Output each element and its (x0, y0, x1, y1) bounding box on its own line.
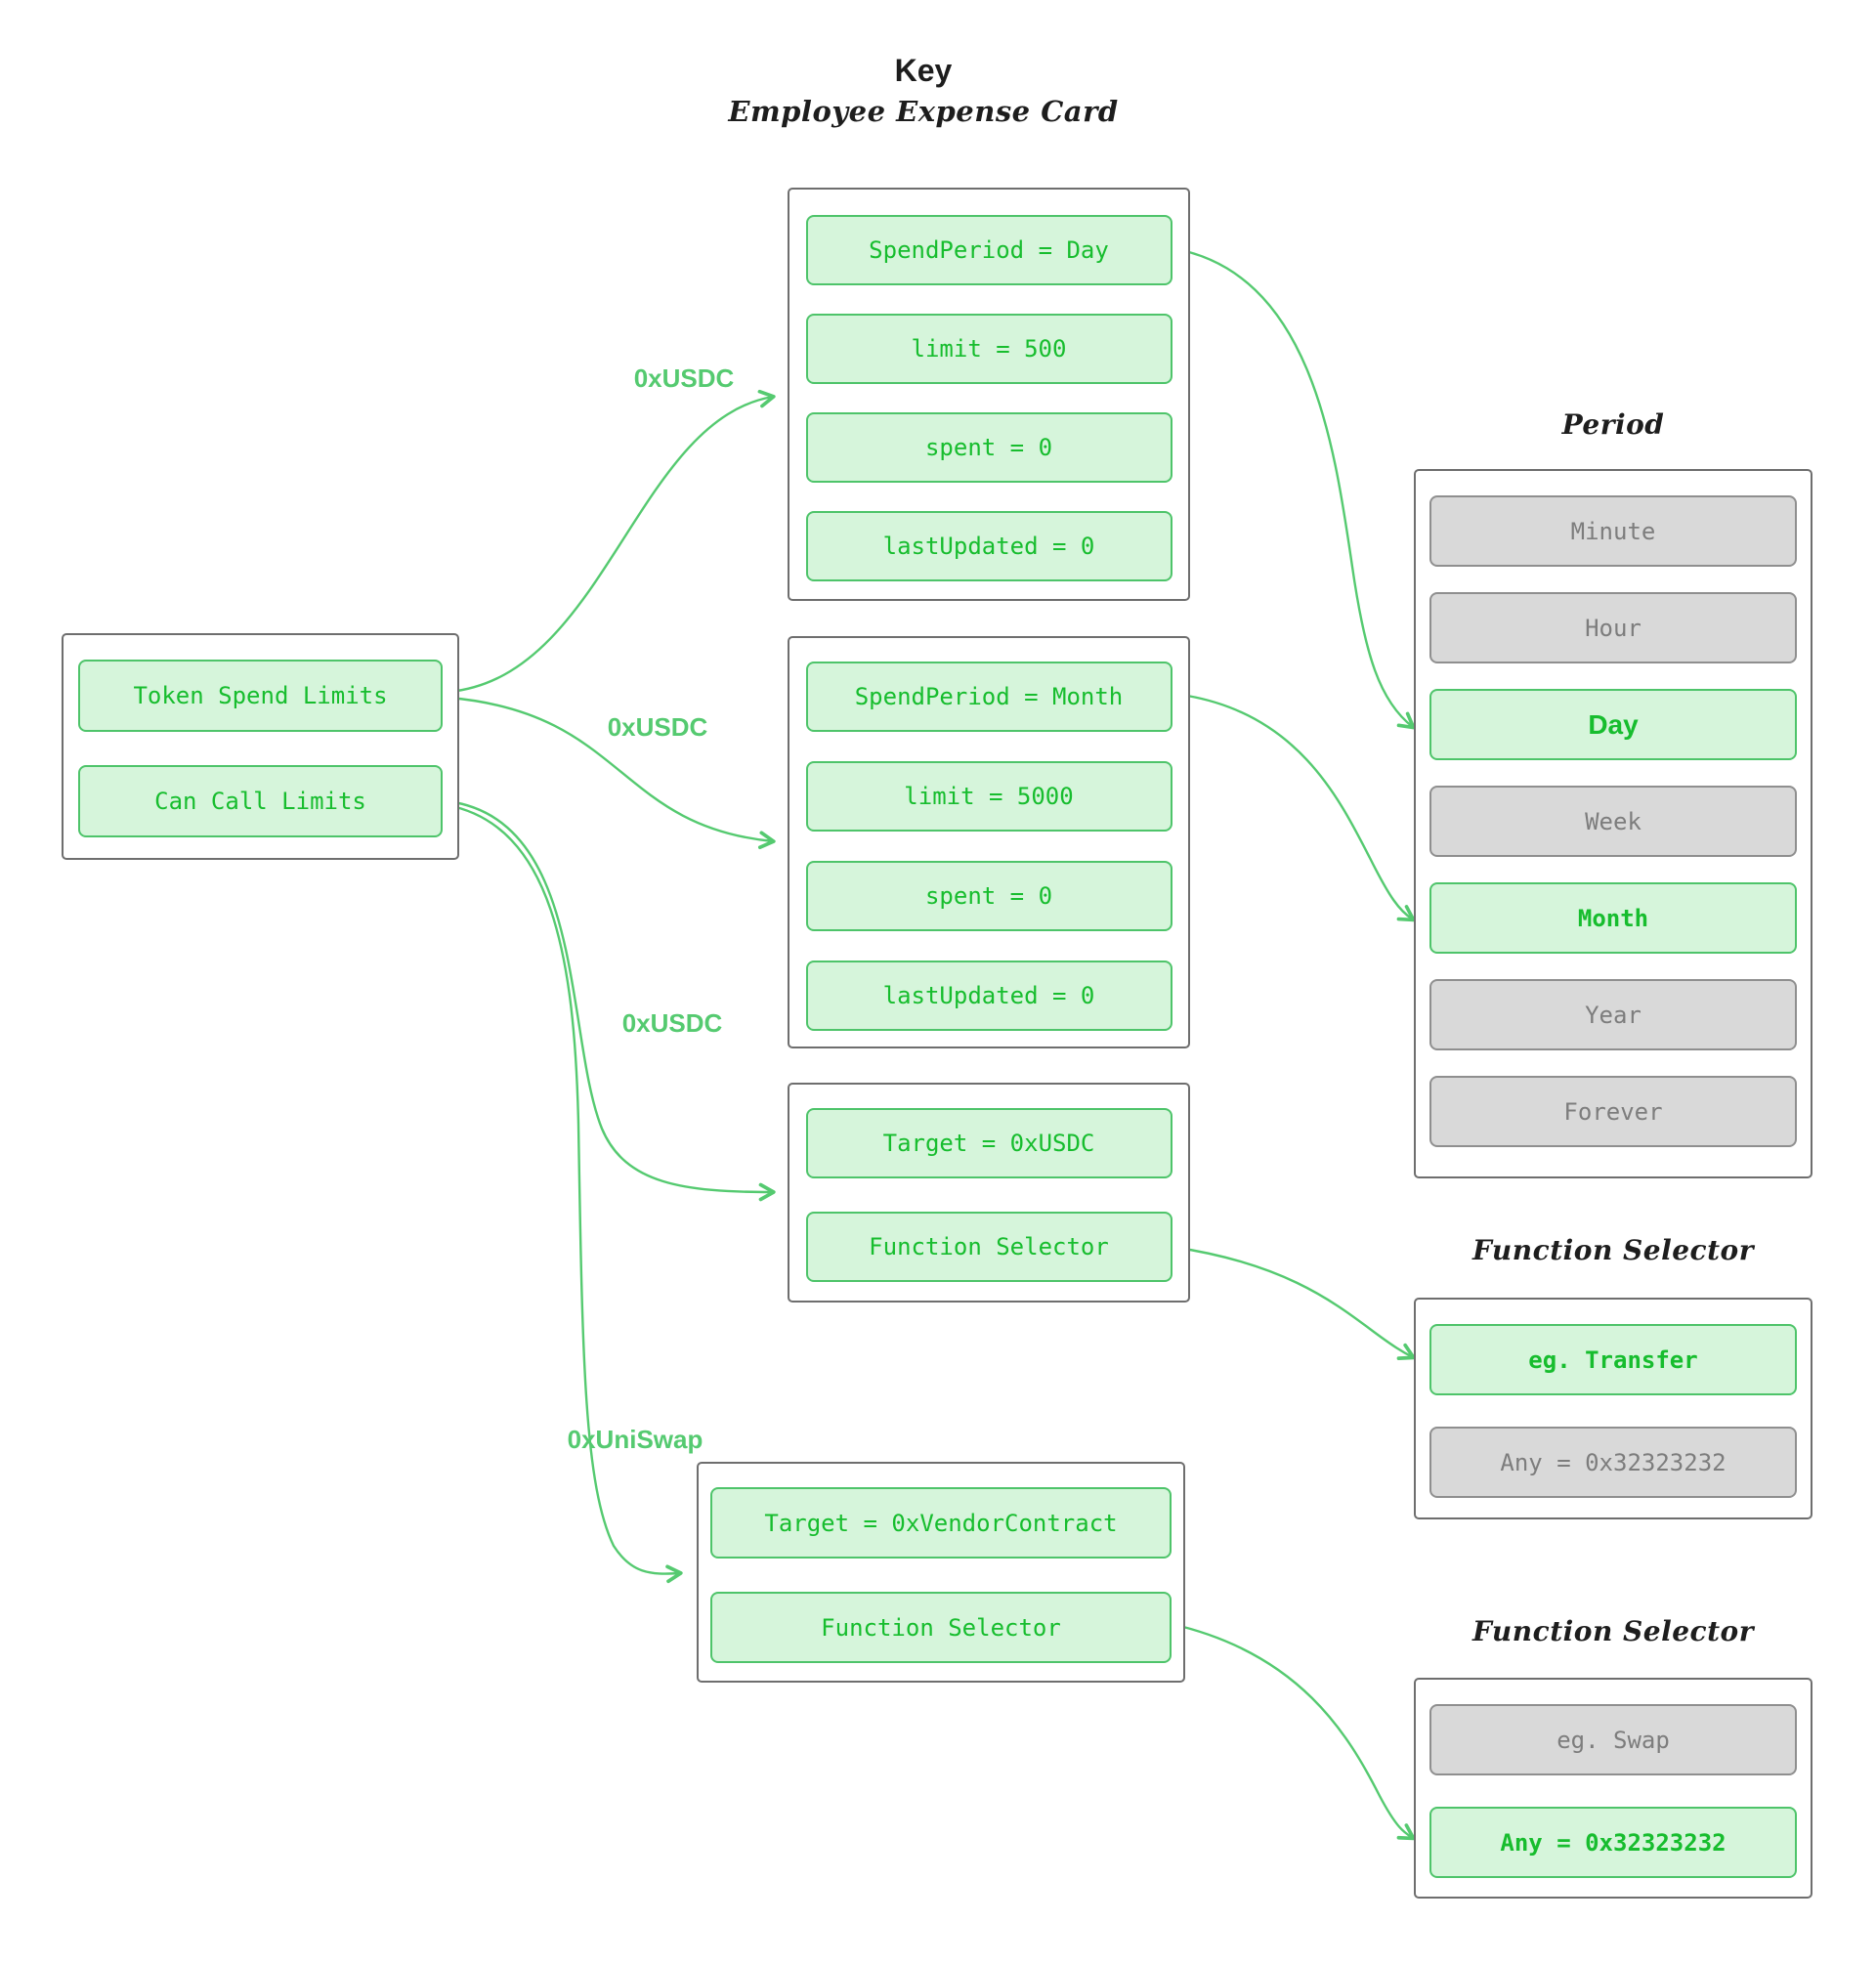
period-heading: Period (1561, 408, 1665, 441)
period-option: Forever (1429, 1076, 1797, 1147)
diagram-title: Key (894, 53, 953, 88)
period-option: Day (1429, 689, 1797, 760)
field-box: SpendPeriod = Day (805, 215, 1172, 285)
edge-day-to-period (1170, 246, 1416, 730)
edge-token-to-day-card (448, 389, 776, 694)
field-box: lastUpdated = 0 (805, 961, 1172, 1031)
edge-cancall-to-usdc-card (446, 799, 776, 1202)
field-box: limit = 500 (805, 314, 1172, 384)
field-box: lastUpdated = 0 (805, 511, 1172, 581)
edge-label-0xusdc-month: 0xUSDC (607, 712, 708, 742)
selector-option: Any = 0x32323232 (1429, 1427, 1797, 1498)
field-box: SpendPeriod = Month (805, 662, 1172, 732)
monthly-spend-limit-card: SpendPeriod = Month limit = 5000 spent = 0… (788, 636, 1190, 1048)
selector-option: Any = 0x32323232 (1429, 1807, 1797, 1878)
field-box: Target = 0xUSDC (805, 1108, 1172, 1178)
edge-label-0xusdc-call: 0xUSDC (621, 1008, 723, 1038)
selector-option: eg. Transfer (1429, 1324, 1797, 1395)
field-box: limit = 5000 (805, 761, 1172, 832)
period-option: Hour (1429, 592, 1797, 663)
edge-label-0xusdc-day: 0xUSDC (633, 363, 735, 393)
edge-month-to-period (1185, 694, 1416, 922)
usdc-can-call-card: Target = 0xUSDC Function Selector (788, 1083, 1190, 1303)
field-box: Function Selector (805, 1212, 1172, 1282)
function-selector-heading-2: Function Selector (1472, 1615, 1754, 1647)
period-option: Month (1429, 882, 1797, 954)
edge-label-0xuniswap: 0xUniSwap (567, 1425, 704, 1454)
function-selector-heading-1: Function Selector (1472, 1234, 1754, 1266)
edge-cancall-to-vendor-card (446, 803, 683, 1584)
selector-option: eg. Swap (1429, 1704, 1797, 1775)
period-option: Year (1429, 979, 1797, 1050)
field-box: spent = 0 (805, 412, 1172, 483)
period-option: Week (1429, 786, 1797, 857)
limit-type-box: Can Call Limits (78, 765, 443, 837)
daily-spend-limit-card: SpendPeriod = Day limit = 500 spent = 0 las… (788, 188, 1190, 601)
period-option: Minute (1429, 495, 1797, 567)
edge-selector-to-transfer (1170, 1245, 1416, 1360)
limit-type-box: Token Spend Limits (78, 660, 443, 732)
field-box: spent = 0 (805, 861, 1172, 931)
field-box: Target = 0xVendorContract (710, 1487, 1172, 1559)
edge-selector-to-any (1170, 1622, 1416, 1841)
field-box: Function Selector (710, 1592, 1172, 1663)
diagram-subtitle: Employee Expense Card (728, 95, 1119, 128)
